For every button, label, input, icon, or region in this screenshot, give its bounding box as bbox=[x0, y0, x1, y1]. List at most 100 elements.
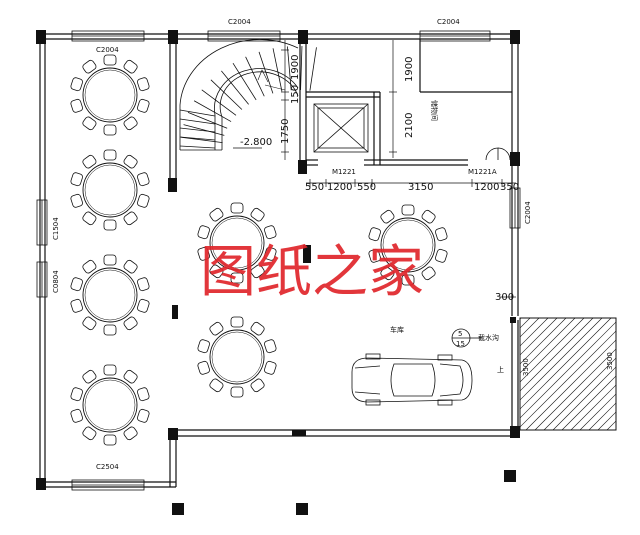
spiral-staircase bbox=[179, 39, 317, 151]
room-label-drain: 截水沟 bbox=[478, 333, 499, 342]
window-label-right: C2004 bbox=[524, 201, 532, 224]
chair bbox=[82, 211, 97, 226]
chair bbox=[137, 193, 150, 208]
car bbox=[351, 353, 473, 406]
dim-stair-1750: 1750 bbox=[280, 119, 291, 144]
window-label-left-upper: C1504 bbox=[52, 217, 60, 240]
chair bbox=[230, 202, 244, 214]
chair bbox=[421, 266, 436, 281]
dim-ramp-a: 3500 bbox=[522, 358, 530, 376]
chair bbox=[70, 277, 83, 292]
chair bbox=[82, 59, 97, 74]
chair bbox=[82, 154, 97, 169]
window-label-top-left: C2004 bbox=[96, 46, 119, 54]
elevator-shaft bbox=[313, 103, 369, 153]
garage-ramp bbox=[519, 317, 617, 431]
chair bbox=[123, 369, 138, 384]
chair bbox=[209, 207, 224, 222]
chair bbox=[137, 408, 150, 423]
chair bbox=[82, 426, 97, 441]
chair bbox=[123, 426, 138, 441]
round-table bbox=[197, 202, 277, 284]
chair bbox=[264, 225, 277, 240]
chair bbox=[123, 59, 138, 74]
round-table bbox=[70, 54, 150, 136]
chair bbox=[197, 246, 210, 261]
chair bbox=[103, 364, 117, 376]
door-label-elevator: M1221 bbox=[332, 168, 356, 176]
room-label-garage: 车库 bbox=[390, 325, 404, 334]
walls bbox=[39, 33, 519, 488]
round-table bbox=[70, 254, 150, 336]
chair bbox=[264, 246, 277, 261]
round-table bbox=[368, 204, 448, 286]
chair bbox=[209, 321, 224, 336]
chair bbox=[250, 321, 265, 336]
chair bbox=[368, 248, 381, 263]
chair bbox=[137, 172, 150, 187]
chair bbox=[230, 316, 244, 328]
dim-h-1200-b: 1200 bbox=[474, 182, 499, 193]
chair bbox=[421, 209, 436, 224]
chair bbox=[209, 378, 224, 393]
dimension-lines bbox=[281, 40, 516, 298]
window-label-top-mid: C2004 bbox=[228, 18, 251, 26]
dim-h-550-a: 550 bbox=[305, 182, 324, 193]
chair bbox=[230, 386, 244, 398]
chair bbox=[380, 209, 395, 224]
chair bbox=[230, 272, 244, 284]
door-label-store: M1221A bbox=[468, 168, 497, 176]
chair bbox=[401, 204, 415, 216]
chair bbox=[70, 387, 83, 402]
chair bbox=[435, 248, 448, 263]
chair bbox=[264, 360, 277, 375]
dim-h-550-b: 550 bbox=[357, 182, 376, 193]
chair bbox=[82, 316, 97, 331]
chair bbox=[137, 98, 150, 113]
chair bbox=[368, 227, 381, 242]
dim-ramp-b: 3500 bbox=[606, 352, 614, 370]
dim-elev-1900: 1900 bbox=[404, 57, 415, 82]
dim-stair-150: 150 bbox=[290, 85, 301, 104]
chair bbox=[137, 277, 150, 292]
chair bbox=[123, 116, 138, 131]
dim-h-3150: 3150 bbox=[408, 182, 433, 193]
room-label-up: 上 bbox=[497, 365, 504, 374]
chair bbox=[82, 116, 97, 131]
dim-h-350: 350 bbox=[500, 182, 519, 193]
dim-300: 300 bbox=[495, 292, 514, 303]
chair bbox=[197, 360, 210, 375]
chair bbox=[401, 274, 415, 286]
chair bbox=[70, 298, 83, 313]
chair bbox=[123, 259, 138, 274]
chair bbox=[250, 207, 265, 222]
chair bbox=[103, 149, 117, 161]
store-door bbox=[485, 147, 511, 161]
section-mark-top: 5 bbox=[458, 330, 462, 338]
watermark: 图纸之家 bbox=[200, 240, 424, 305]
chair bbox=[103, 124, 117, 136]
chair bbox=[137, 77, 150, 92]
chair bbox=[82, 259, 97, 274]
chair bbox=[264, 339, 277, 354]
dim-h-1200-a: 1200 bbox=[327, 182, 352, 193]
chair bbox=[435, 227, 448, 242]
chair bbox=[137, 387, 150, 402]
chair bbox=[197, 225, 210, 240]
chair bbox=[123, 316, 138, 331]
chair bbox=[70, 98, 83, 113]
chair bbox=[70, 408, 83, 423]
round-table bbox=[70, 149, 150, 231]
chair bbox=[70, 172, 83, 187]
level-label: -2.800 bbox=[240, 137, 272, 148]
dim-elev-2100: 2100 bbox=[404, 113, 415, 138]
chair bbox=[70, 77, 83, 92]
dining-tables bbox=[70, 54, 448, 446]
section-mark-bottom: 15 bbox=[456, 340, 465, 348]
chair bbox=[250, 378, 265, 393]
windows bbox=[36, 30, 521, 491]
window-label-left-lower: C0804 bbox=[52, 270, 60, 293]
chair bbox=[70, 193, 83, 208]
